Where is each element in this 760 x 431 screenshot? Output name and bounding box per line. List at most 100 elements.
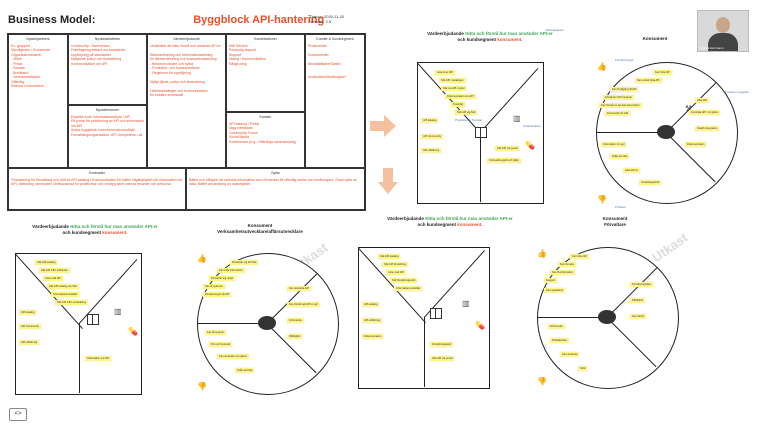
customer-face-icon — [258, 316, 276, 330]
sticky-note[interactable]: Kan använda API — [287, 286, 312, 291]
sticky-note[interactable]: Kan uppdatera — [544, 288, 566, 293]
thumbs-down-icon: 👎 — [537, 377, 547, 386]
sticky-note[interactable]: Svårt att hitta — [235, 368, 255, 373]
sticky-note[interactable]: Sök API inför användning — [55, 300, 89, 305]
bmc-value[interactable]: Värdeerbjudande Underlätta att hitta, fö… — [147, 34, 226, 168]
gift-icon — [430, 308, 442, 319]
sticky-note[interactable]: Testmiljö — [451, 102, 466, 107]
vpc3-customer-a: Konsument — [602, 216, 628, 221]
sticky-note[interactable]: Förvaltningsstöd — [430, 342, 454, 347]
bmc-activities[interactable]: Nyckelaktiviteter Community - Samverkan … — [68, 34, 147, 105]
sticky-note[interactable]: API katalog — [421, 118, 439, 123]
sticky-note[interactable]: Dokumentation — [685, 142, 707, 147]
sticky-note[interactable]: Sök API-katalog via Sök — [47, 284, 79, 289]
sticky-note[interactable]: Kan hitta information — [217, 268, 245, 273]
sticky-note[interactable]: Kan få tillgång till API — [610, 87, 639, 92]
sticky-note[interactable]: Pålitlighet — [630, 298, 646, 303]
bmc-partners[interactable]: Nyckelpartners Ex. gruppen Myndigheter /… — [8, 34, 68, 168]
title-main: Byggblock API-hantering — [193, 14, 325, 26]
sticky-note[interactable]: API-utbildning — [362, 318, 383, 323]
sticky-note[interactable]: Hitta API — [695, 98, 710, 103]
sticky-note[interactable]: API Community — [421, 134, 444, 139]
sticky-note[interactable]: Kan få information — [550, 270, 576, 275]
sticky-note[interactable]: Sök API via Sök — [455, 110, 478, 115]
nav-toggle-button[interactable]: <> — [9, 408, 27, 421]
sticky-note[interactable]: API-utbildning — [421, 148, 442, 153]
sticky-note[interactable]: Kan använda i sin tjänst — [217, 354, 249, 359]
sticky-note[interactable]: Kan använda — [560, 352, 580, 357]
vpc2-title: Värdeerbjudande Hitta och förstå hur man… — [15, 224, 175, 235]
sticky-note[interactable]: Kan enkelt hitta API — [635, 78, 662, 83]
sticky-note[interactable]: Informationsmodeller — [394, 286, 423, 291]
sticky-note[interactable]: Sök API via portal — [430, 356, 455, 361]
sticky-note[interactable]: Kan förvalta — [558, 262, 576, 267]
vpc2-c3 — [197, 323, 267, 324]
sticky-note[interactable]: Sök API via portal — [495, 146, 520, 151]
sticky-note[interactable]: Stöd — [578, 366, 588, 371]
sticky-note[interactable]: Pris och kostnad — [209, 342, 233, 347]
sticky-note[interactable]: Information om api — [601, 142, 627, 147]
bmc-segments[interactable]: Kunder & Kundsegment Producenter Konsume… — [305, 34, 365, 168]
sticky-note[interactable]: API-katalog — [362, 302, 380, 307]
thumbs-up-icon: 👍 — [197, 254, 207, 263]
sticky-note[interactable]: Informationsmodeller — [51, 292, 80, 297]
value-proposition-canvas-1: Värdeerbjudande Hitta och förstå hur man… — [395, 28, 755, 220]
sticky-note[interactable]: API-katalog — [19, 310, 37, 315]
vpc2-title-c: och kundsegment — [62, 229, 101, 235]
sticky-note[interactable]: Använda API i sin tjänst — [689, 110, 721, 115]
avatar-body — [708, 33, 738, 51]
sticky-note[interactable]: Förtroende för API — [605, 111, 631, 116]
sticky-note[interactable]: Utvecklingsstöd — [639, 180, 662, 185]
sticky-note[interactable]: Dokumentation om API — [445, 94, 476, 99]
sticky-note[interactable]: Information om API — [85, 356, 112, 361]
title-prefix: Business Model: — [8, 14, 96, 26]
sticky-note[interactable]: Förvaltningsplan — [630, 282, 654, 287]
sticky-note[interactable]: Sök API-katalog — [378, 254, 401, 259]
sticky-note[interactable]: Förtroende — [548, 324, 565, 329]
sticky-note[interactable]: Förtroende — [287, 318, 304, 323]
sticky-note[interactable]: Onboardingstöd och hjälp — [487, 158, 521, 163]
sticky-note[interactable]: Lista med API — [386, 270, 407, 275]
sticky-note[interactable]: Lista över API — [435, 70, 456, 75]
sticky-note[interactable]: Förväntar sig att hitta — [230, 260, 259, 265]
sticky-note[interactable]: Support — [544, 278, 558, 283]
bmc-relations[interactable]: Kundrelationer Self Service Personlig su… — [226, 34, 305, 112]
sticky-note[interactable]: Sök API-katalog — [35, 260, 58, 265]
bmc-revenue[interactable]: Nytta Bättre och billigare att utveckla … — [186, 168, 365, 210]
sticky-note[interactable]: Kan förstå — [630, 314, 646, 319]
sticky-note[interactable]: Förväntar sig nyttja — [209, 276, 236, 281]
thumbs-down-icon: 👎 — [197, 382, 207, 391]
bmc-activities-header: Nyckelaktiviteter — [94, 37, 121, 41]
sticky-note[interactable]: Kan få support — [205, 330, 226, 335]
sticky-note[interactable]: Kan förstå vad API:er gör — [287, 302, 320, 307]
vpc1-products-label: Produkter & Tjänster — [455, 118, 483, 122]
sticky-note[interactable]: Hitta API:er — [623, 168, 641, 173]
bmc-value-header: Värdeerbjudande — [173, 37, 200, 41]
vpc1-creators-label: Värdeskapare — [545, 28, 564, 32]
sticky-note[interactable]: API Community — [19, 324, 42, 329]
sticky-note[interactable]: Kan hitta API — [653, 70, 672, 75]
sticky-note[interactable]: Kan förstå om api kan lösa behov — [599, 103, 642, 108]
bmc-channels-text: API katalog / Portal Digg webbplats Comm… — [229, 121, 297, 144]
sticky-note[interactable]: Sök API inför införande — [39, 268, 70, 273]
sticky-note[interactable]: Sök förvaltningsstöd — [390, 278, 418, 283]
bmc-channels[interactable]: Kanaler API katalog / Portal Digg webbpl… — [226, 112, 305, 168]
sticky-note[interactable]: Driftsäkerhet — [550, 338, 569, 343]
sticky-note[interactable]: Förväntningar på API — [203, 292, 232, 297]
sticky-note[interactable]: Snabb integration — [695, 126, 720, 131]
sticky-note[interactable]: Kan få nyttorna — [203, 284, 225, 289]
sticky-note[interactable]: Kan hitta API — [570, 254, 589, 259]
sticky-note[interactable]: Lista med API — [43, 276, 64, 281]
sticky-note[interactable]: Svårt att hitta — [610, 154, 630, 159]
sticky-note[interactable]: API-utbildning — [19, 340, 40, 345]
sticky-note[interactable]: Dokumentation — [362, 334, 384, 339]
sticky-note[interactable]: Sök via API-nyckel — [441, 86, 467, 91]
sticky-note[interactable]: Sök API förvaltning — [382, 262, 408, 267]
sticky-note[interactable]: Pålitlighet — [287, 334, 303, 339]
sticky-note[interactable]: Sök API i katalogen — [439, 78, 466, 83]
bmc-costs[interactable]: Kostnader Finansiering för förvaltning o… — [8, 168, 186, 210]
sticky-note[interactable]: Förstå hur API fungerar — [603, 95, 634, 100]
bmc-resources[interactable]: Nyckelresurser Expertis inom information… — [68, 105, 147, 168]
gift-icon — [87, 314, 99, 325]
